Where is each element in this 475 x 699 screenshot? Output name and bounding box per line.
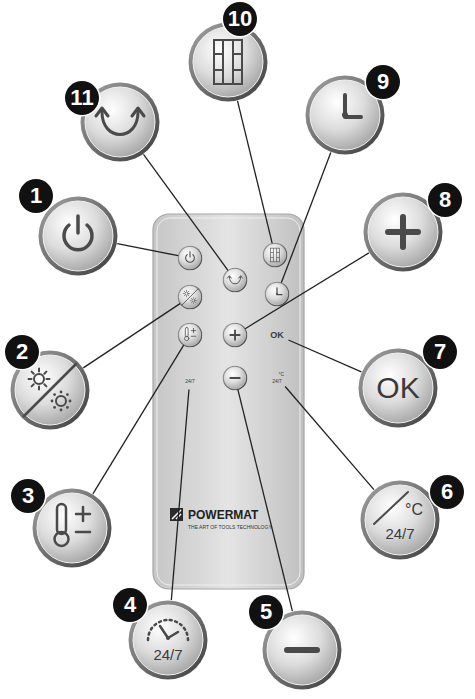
button-shape: [360, 480, 440, 560]
leader-line: [83, 304, 180, 368]
remote-button-icon: [223, 366, 248, 391]
button-label: OK: [376, 373, 419, 403]
leader-line: [281, 152, 331, 282]
remote-highlight: [157, 218, 300, 585]
big-button: [39, 197, 118, 276]
button-icon: [148, 620, 188, 640]
brand-logo: [170, 508, 183, 521]
button-label: OK: [270, 331, 284, 340]
button-label: 24/7: [385, 526, 414, 541]
big-button: °C 24/7: [360, 480, 440, 560]
remote-button-icon: [223, 323, 248, 348]
remote-button-icon: [178, 246, 203, 271]
callout-number: 8: [428, 183, 462, 217]
leader-line: [238, 390, 293, 612]
callout-number: 3: [11, 479, 45, 513]
brand-text: POWERMAT: [188, 509, 258, 521]
leader-line: [238, 101, 273, 243]
leader-line: [288, 340, 361, 372]
remote-body: OK 24/7 °C 24/7POWERMAT THE ART OF TOOLS TEC…: [152, 213, 305, 590]
button-label: °C: [405, 502, 423, 518]
remote-housing: [153, 214, 304, 589]
callout-number: 11: [65, 81, 99, 115]
remote-button-icon: [263, 243, 288, 268]
callout-number: 10: [223, 2, 257, 36]
remote-button-icon: [223, 268, 248, 293]
leader-line: [93, 345, 184, 494]
button-label: °C: [279, 371, 285, 376]
button-label: 24/7: [185, 379, 195, 384]
callout-number: 7: [423, 335, 457, 369]
leader-line: [117, 244, 178, 256]
callout-number: 9: [366, 65, 400, 99]
callout-number: 5: [249, 595, 283, 629]
callout-number: 6: [430, 475, 464, 509]
button-label: 24/7: [272, 379, 282, 384]
button-face: [361, 481, 440, 560]
remote-button-icon: [265, 282, 290, 307]
button-label: 24/7: [153, 647, 182, 662]
leader-line: [285, 386, 374, 489]
brand-text: THE ART OF TOOLS TECHNOLOGY: [188, 525, 272, 530]
remote-button-icon: [178, 323, 203, 348]
big-button: [189, 23, 268, 102]
leader-line: [245, 253, 369, 329]
button-icon: [374, 492, 408, 524]
callout-number: 2: [5, 335, 39, 369]
callout-number: 4: [113, 588, 147, 622]
callout-number: 1: [19, 179, 53, 213]
remote-button-icon: [178, 285, 203, 310]
leader-line: [144, 154, 228, 270]
remote-shape: [152, 213, 305, 590]
leader-line: [171, 389, 189, 600]
